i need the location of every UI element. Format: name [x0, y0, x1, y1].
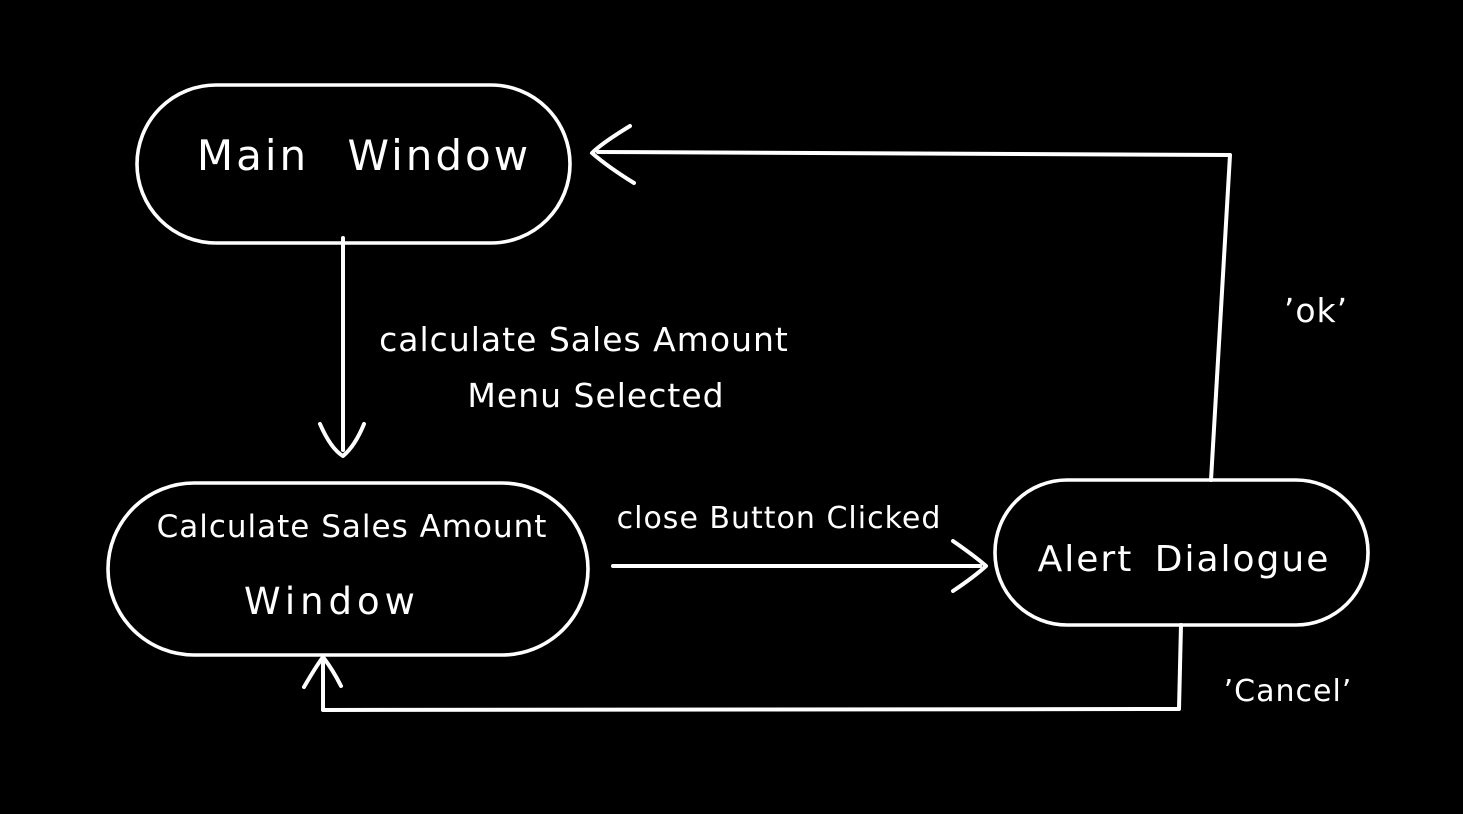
edge-menu-selected-label-line1: calculate Sales Amount — [379, 320, 789, 359]
arrowhead-right-icon — [951, 539, 988, 593]
edge-cancel-line — [321, 623, 1183, 712]
node-calc-window-label-line1: Calculate Sales Amount — [157, 509, 548, 545]
edge-cancel-label: ’Cancel’ — [1224, 674, 1353, 709]
arrowhead-up-icon — [302, 655, 343, 689]
node-calc-window-label-line2: Window — [244, 580, 420, 623]
node-main-window-label: Main Window — [197, 131, 531, 180]
arrowhead-left-icon — [590, 124, 636, 185]
edge-ok-line — [596, 150, 1232, 482]
node-alert-dialogue-label: Alert Dialogue — [1038, 539, 1331, 580]
node-main-window — [135, 83, 572, 245]
node-calculate-sales-amount-window — [106, 481, 590, 657]
arrowhead-down-icon — [318, 422, 366, 458]
edge-menu-selected-label-line2: Menu Selected — [467, 376, 724, 415]
edge-ok-label: ’ok’ — [1284, 291, 1348, 330]
edge-close-clicked-label: close Button Clicked — [617, 501, 942, 536]
